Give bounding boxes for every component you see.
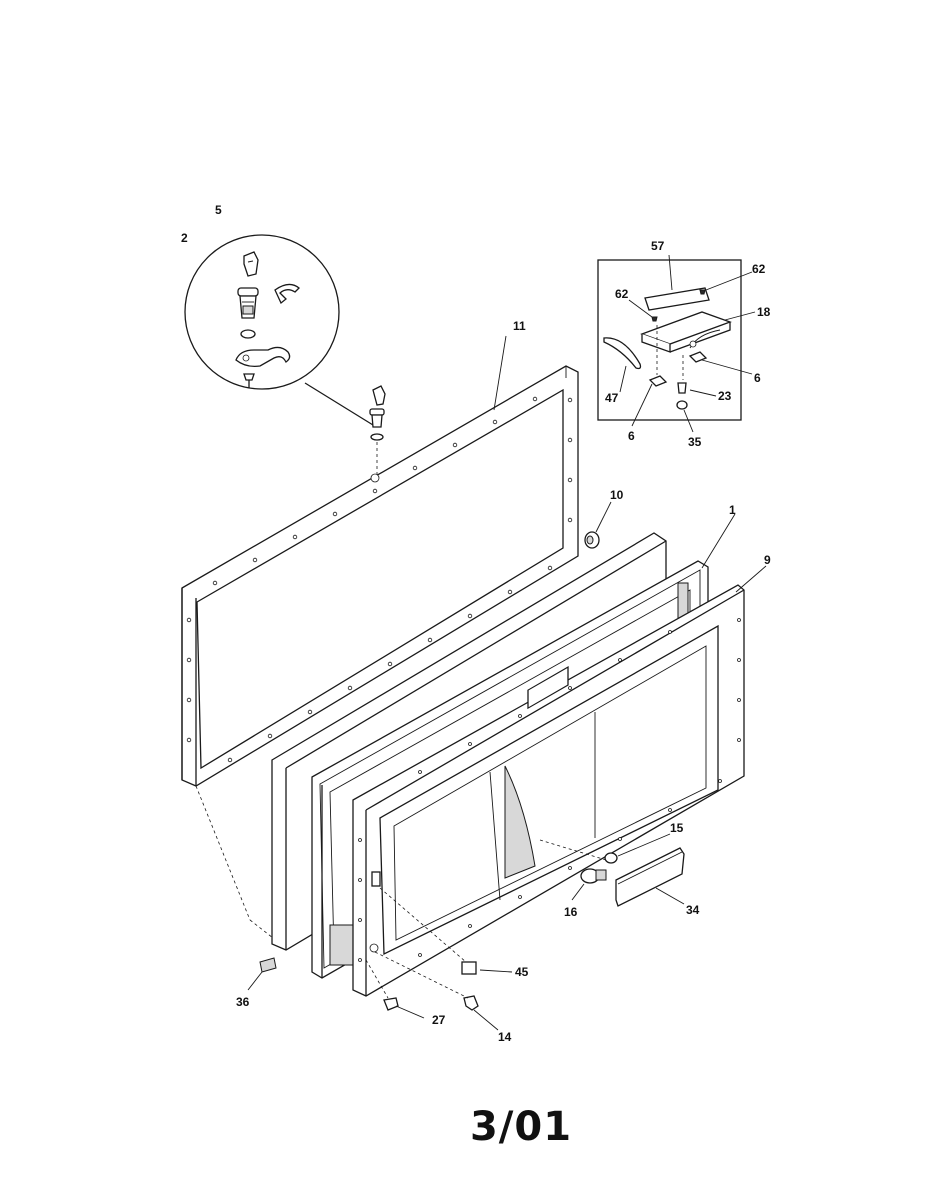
hinge-detail-inset bbox=[597, 254, 756, 433]
callout-16: 16 bbox=[564, 905, 578, 919]
callout-11: 11 bbox=[513, 319, 526, 333]
door-liner-9 bbox=[352, 565, 767, 997]
callout-6-left: 6 bbox=[628, 429, 635, 443]
callout-labels: 5 2 11 57 62 62 18 6 47 23 6 35 10 1 9 1… bbox=[181, 203, 771, 1044]
callout-62-right: 62 bbox=[752, 262, 766, 276]
callout-23: 23 bbox=[718, 389, 732, 403]
bumper-10 bbox=[584, 501, 612, 549]
callout-34: 34 bbox=[686, 903, 700, 917]
revision-date: 3/01 bbox=[469, 1104, 573, 1150]
callout-14: 14 bbox=[498, 1030, 512, 1044]
callout-9: 9 bbox=[764, 553, 771, 567]
lock-detail-inset bbox=[184, 234, 374, 426]
callout-36: 36 bbox=[236, 995, 250, 1009]
callout-45: 45 bbox=[515, 965, 529, 979]
callout-62-left: 62 bbox=[615, 287, 629, 301]
callout-47: 47 bbox=[605, 391, 619, 405]
callout-2: 2 bbox=[181, 231, 188, 245]
small-parts bbox=[247, 833, 685, 1031]
callout-1: 1 bbox=[729, 503, 736, 517]
callout-35: 35 bbox=[688, 435, 702, 449]
lid-frame-11 bbox=[181, 335, 579, 946]
callout-18: 18 bbox=[757, 305, 771, 319]
callout-5: 5 bbox=[215, 203, 222, 217]
callout-15: 15 bbox=[670, 821, 684, 835]
callout-10: 10 bbox=[610, 488, 624, 502]
callout-57: 57 bbox=[651, 239, 665, 253]
callout-6-right: 6 bbox=[754, 371, 761, 385]
callout-27: 27 bbox=[432, 1013, 446, 1027]
